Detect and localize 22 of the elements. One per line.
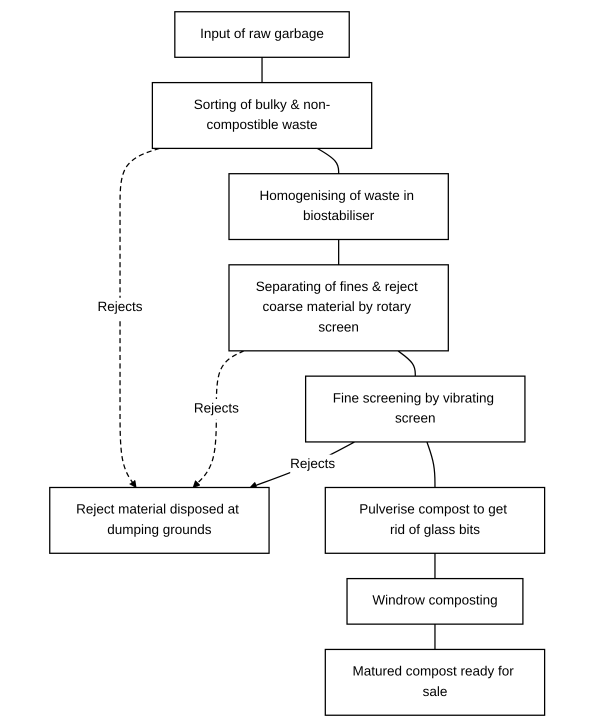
edge-label: Rejects: [98, 300, 143, 315]
connector: [398, 350, 416, 376]
connector: [262, 57, 263, 83]
node-box: Input of raw garbage: [174, 11, 350, 58]
connector: [434, 553, 436, 579]
node-box: Separating of fines & reject coarse material by rotary screen: [228, 264, 450, 352]
connector: [317, 148, 340, 174]
arrow: [250, 441, 356, 489]
node-box: Pulverise compost to get rid of glass bits: [325, 486, 546, 554]
edge-label: Rejects: [194, 401, 240, 416]
node-box: Reject material disposed at dumping grounds: [49, 486, 270, 554]
node-box: Fine screening by vibrating screen: [305, 376, 526, 443]
edge-label: Rejects: [290, 457, 336, 472]
connector: [434, 624, 436, 650]
connector: [338, 240, 340, 265]
node-box: Homogenising of waste in biostabiliser: [228, 173, 450, 240]
node-box: Windrow composting: [346, 578, 524, 625]
arrow: [120, 148, 160, 488]
node-box: Matured compost ready for sale: [325, 648, 546, 716]
connector: [426, 442, 436, 488]
node-box: Sorting of bulky & non-compostible waste: [152, 82, 373, 150]
arrow: [193, 350, 245, 488]
